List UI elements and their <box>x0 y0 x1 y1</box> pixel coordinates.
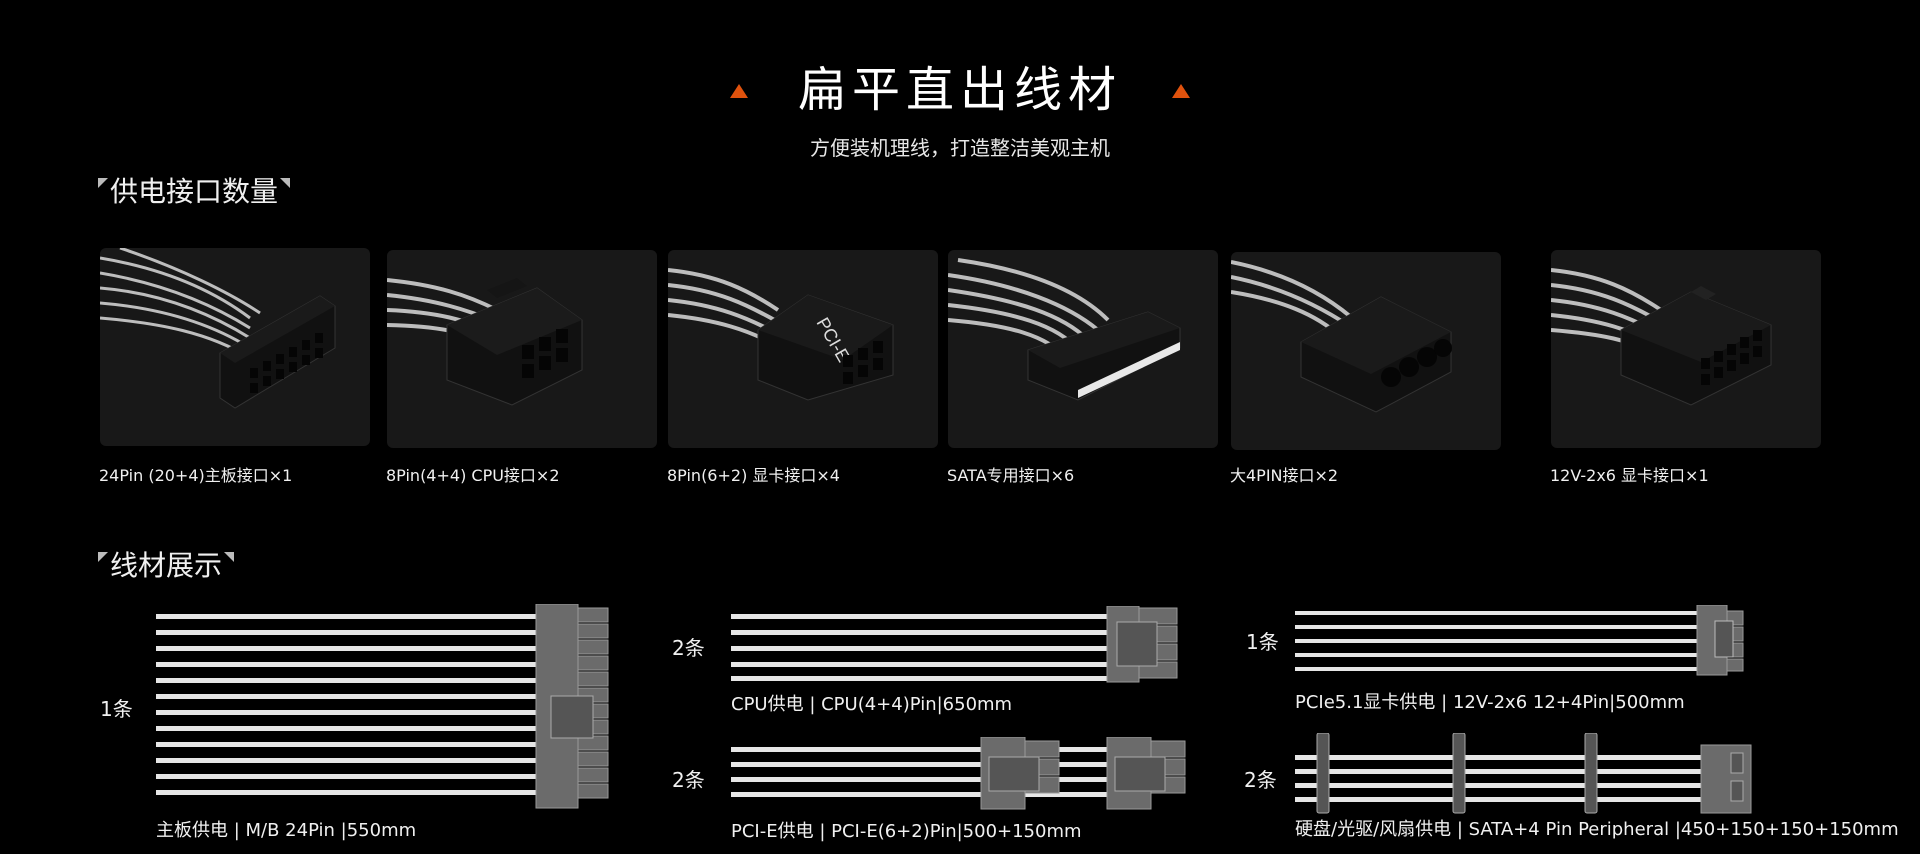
molex-4pin-connector-icon <box>1231 260 1452 413</box>
cable-diagram-sata <box>1295 733 1755 815</box>
corner-bracket-icon <box>280 178 291 188</box>
corner-bracket-icon <box>98 552 108 562</box>
connector-label: 12V-2x6 显卡接口×1 <box>1550 466 1709 485</box>
connector-card-cpu <box>387 250 657 448</box>
triangle-left-icon <box>730 84 748 98</box>
12v-2x6-cable-icon <box>1295 605 1744 676</box>
cables-heading-text: 线材展示 <box>110 549 223 582</box>
connector-card-pcie: PCI-E <box>668 250 938 448</box>
connector-label: 8Pin(6+2) 显卡接口×4 <box>667 466 840 485</box>
cable-label: PCI-E供电 | PCI-E(6+2)Pin|500+150mm <box>731 821 1082 842</box>
connector-card-molex <box>1231 252 1501 450</box>
connector-label: 大4PIN接口×2 <box>1230 466 1339 485</box>
page-title: 扁平直出线材 <box>797 62 1122 118</box>
connectors-heading-text: 供电接口数量 <box>110 175 279 208</box>
connector-label: 8Pin(4+4) CPU接口×2 <box>386 466 560 485</box>
triangle-right-icon <box>1172 84 1190 98</box>
connector-label: SATA专用接口×6 <box>947 466 1075 485</box>
cable-qty: 2条 <box>672 768 705 792</box>
atx-24pin-cable-icon <box>156 604 609 809</box>
sata-connector-icon <box>948 258 1181 401</box>
cable-diagram-24pin <box>156 604 616 810</box>
connector-card-24pin <box>100 248 370 446</box>
cable-qty: 1条 <box>1246 630 1279 654</box>
cpu-8pin-connector-icon <box>387 278 583 406</box>
cable-diagram-pcie <box>731 737 1191 813</box>
pcie-8pin-connector-icon: PCI-E <box>668 268 894 401</box>
12v-2x6-connector-icon <box>1551 268 1772 406</box>
cable-label: 主板供电 | M/B 24Pin |550mm <box>156 820 417 841</box>
cpu-4plus4-cable-icon <box>731 606 1178 683</box>
corner-bracket-icon <box>98 178 108 188</box>
cable-diagram-cpu <box>731 606 1191 684</box>
cable-label: PCIe5.1显卡供电 | 12V-2x6 12+4Pin|500mm <box>1295 692 1685 713</box>
cable-qty: 2条 <box>672 636 705 660</box>
pcie-6plus2-cable-icon <box>731 737 1186 810</box>
sata-peripheral-cable-icon <box>1295 733 1752 814</box>
cable-label: CPU供电 | CPU(4+4)Pin|650mm <box>731 694 1013 715</box>
cable-diagram-12v2x6 <box>1295 605 1755 679</box>
cable-qty: 2条 <box>1244 768 1277 792</box>
cable-qty: 1条 <box>100 697 133 721</box>
connectors-heading: 供电接口数量 <box>98 175 291 208</box>
connector-card-sata <box>948 250 1218 448</box>
atx-24pin-connector-icon <box>100 248 336 409</box>
page-subtitle: 方便装机理线，打造整洁美观主机 <box>810 136 1110 160</box>
corner-bracket-icon <box>224 552 235 562</box>
cable-label: 硬盘/光驱/风扇供电 | SATA+4 Pin Peripheral |450+… <box>1295 819 1899 840</box>
section-title-block: 扁平直出线材 <box>0 60 1920 130</box>
connector-card-12v2x6 <box>1551 250 1821 448</box>
connector-label: 24Pin (20+4)主板接口×1 <box>99 466 293 485</box>
cables-heading: 线材展示 <box>98 549 235 582</box>
